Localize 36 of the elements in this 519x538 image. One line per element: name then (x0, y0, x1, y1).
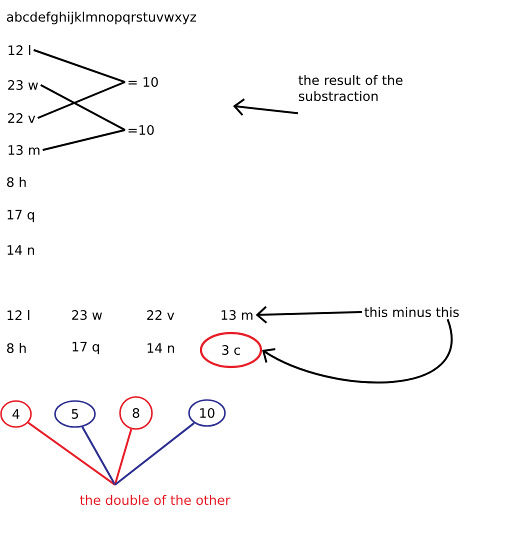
circled-number: 10 (188, 399, 226, 427)
connector-line (28, 422, 116, 486)
connector-line (40, 84, 126, 131)
text-item: 22 v (8, 113, 36, 123)
connector-line (114, 428, 132, 486)
label-text: 17 q (72, 342, 99, 354)
connector-line (81, 426, 116, 486)
circled-text: 3 c (200, 332, 262, 368)
arrow (256, 306, 362, 324)
label-text: 17 q (8, 210, 34, 222)
connector-line (42, 129, 126, 151)
connector-line (37, 81, 126, 119)
label-text: 22 v (147, 310, 174, 320)
circled-number: 4 (0, 400, 32, 428)
label-text: 23 w (72, 310, 102, 320)
connector-line (114, 422, 195, 486)
arrow (262, 319, 452, 384)
text-item: 13 m (222, 310, 252, 320)
circled-number: 8 (119, 396, 153, 430)
caption-text: the double of the other (80, 494, 230, 506)
result-text: = 10 (128, 77, 158, 87)
label-text: 14 n (148, 343, 174, 353)
arrow (233, 98, 298, 116)
label-text: 12 l (8, 310, 30, 320)
result-text: =10 (128, 125, 154, 135)
label-text: abcdefghijklmnopqrstuvwxyz (6, 12, 196, 24)
label-text: 14 n (8, 245, 34, 255)
label-text: 8 h (7, 342, 26, 354)
note-text: the result of the substraction (298, 74, 402, 102)
text-item: 23 w (8, 80, 38, 90)
circled-number: 5 (54, 400, 96, 428)
text-item: 12 l (8, 45, 30, 55)
text-item: 13 m (8, 145, 40, 155)
label-text: 8 h (7, 176, 26, 188)
note-text: this minus this (364, 306, 459, 318)
connector-line (33, 49, 126, 83)
